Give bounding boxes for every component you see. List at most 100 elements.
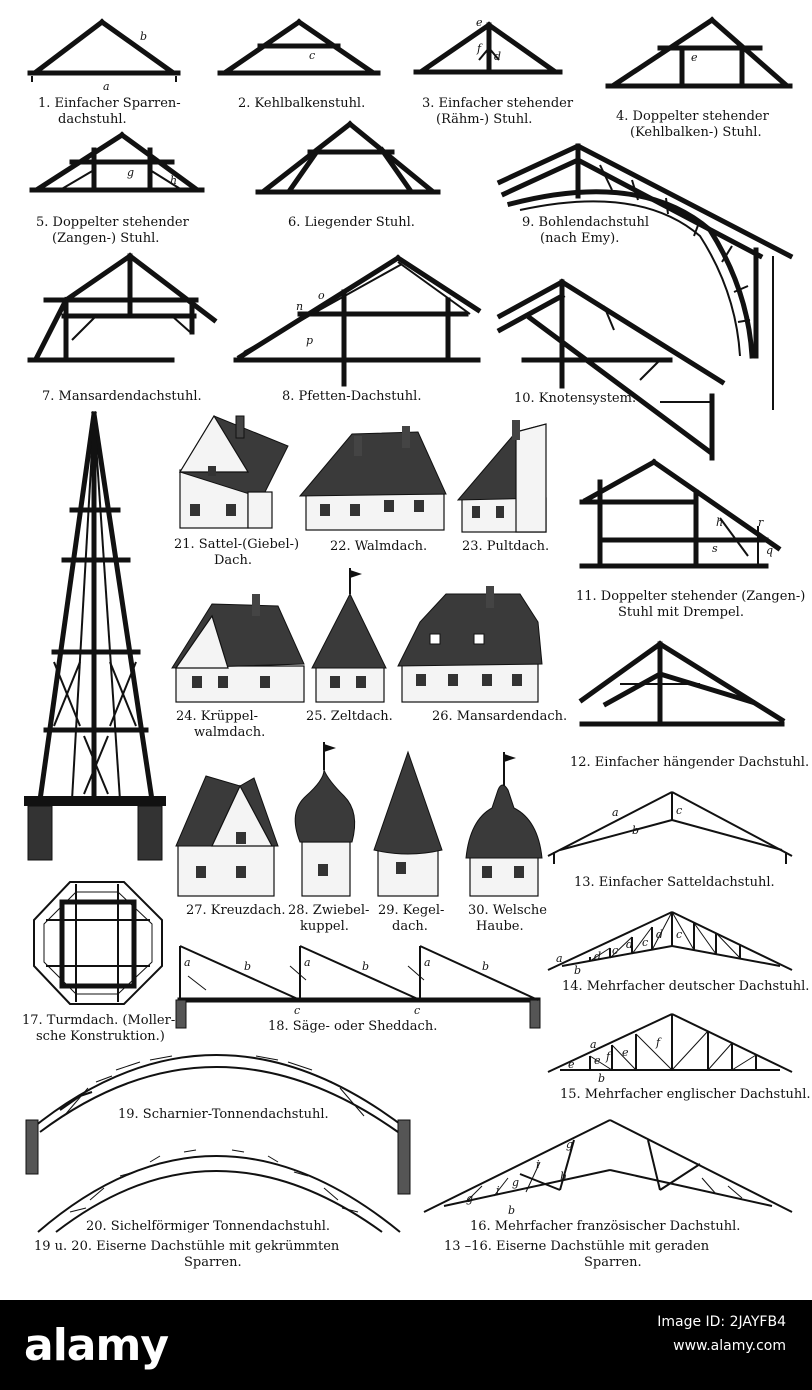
fig-24-half-hip-roof-house: 24. Krüppel- walmdach. xyxy=(171,594,305,740)
fig-16-label-h: h xyxy=(560,1170,567,1183)
fig-14-label-b: b xyxy=(574,964,581,977)
fig-9-caption-line2: (nach Emy). xyxy=(540,231,619,246)
fig-21-gable-roof-house: 21. Sattel-(Giebel-) Dach. xyxy=(174,414,299,568)
fig-17-caption-line1: 17. Turmdach. (Moller- xyxy=(22,1013,175,1028)
fig-13-simple-saddle-truss: a b c 13. Einfacher Satteldachstuhl. xyxy=(547,791,793,890)
fig-30-caption-line1: 30. Welsche xyxy=(468,903,547,918)
fig-10-node-system: 10. Knotensystem. xyxy=(496,278,726,461)
fig-16-label-g2: g xyxy=(512,1176,519,1189)
fig-11-caption-line1: 11. Doppelter stehender (Zangen-) xyxy=(576,589,805,604)
fig-3-caption-line2: (Rähm-) Stuhl. xyxy=(436,112,532,127)
fig-26-caption: 26. Mansardendach. xyxy=(432,709,567,724)
fig-23-shed-roof-house: 23. Pultdach. xyxy=(456,420,549,554)
fig-4-caption-line1: 4. Doppelter stehender xyxy=(616,109,770,124)
fig-14-label-a: a xyxy=(556,952,563,965)
fig-29-caption-line2: dach. xyxy=(392,919,428,934)
fig-16-label-g1: g xyxy=(466,1192,473,1205)
fig-18-label-c2: c xyxy=(414,1004,420,1017)
roof-truss-plate: b a 1. Einfacher Sparren- dachstuhl. c 2… xyxy=(22,16,811,1270)
group-caption-right-line1: 13 –16. Eiserne Dachstühle mit geraden xyxy=(444,1239,710,1254)
fig-16-multiple-french-truss: g i g i h g b 16. Mehrfacher französisch… xyxy=(423,1119,793,1234)
plate-drawing: b a 1. Einfacher Sparren- dachstuhl. c 2… xyxy=(22,16,811,1270)
fig-11-label-r: r xyxy=(758,516,764,529)
fig-16-label-b: b xyxy=(508,1204,515,1217)
fig-17-tower-roof: 17. Turmdach. (Moller- sche Konstruktion… xyxy=(22,411,175,1044)
fig-7-caption: 7. Mansardendachstuhl. xyxy=(42,389,202,404)
fig-15-label-e1: e xyxy=(568,1058,575,1071)
fig-14-label-d1: d xyxy=(594,950,601,963)
fig-18-label-b1: b xyxy=(244,960,251,973)
fig-30-caption-line2: Haube. xyxy=(476,919,524,934)
fig-2-label-c: c xyxy=(309,49,315,62)
fig-15-caption: 15. Mehrfacher englischer Dachstuhl. xyxy=(560,1087,810,1102)
fig-16-caption: 16. Mehrfacher französischer Dachstuhl. xyxy=(470,1219,740,1234)
fig-19-hinged-barrel-truss: 19. Scharnier-Tonnendachstuhl. xyxy=(25,1054,411,1195)
fig-1-simple-rafter-roof: b a 1. Einfacher Sparren- dachstuhl. xyxy=(27,18,181,127)
fig-18-label-a2: a xyxy=(304,956,311,969)
fig-14-label-d3: d xyxy=(656,928,663,941)
fig-20-sickle-barrel-truss: 20. Sichelförmiger Tonnendachstuhl. xyxy=(37,1149,401,1234)
fig-5-double-standing-tie-roof: g h 5. Doppelter stehender (Zangen-) Stu… xyxy=(29,131,205,246)
fig-8-caption: 8. Pfetten-Dachstuhl. xyxy=(282,389,421,404)
fig-4-label-e: e xyxy=(691,51,698,64)
fig-28-onion-dome: 28. Zwiebel- kuppel. xyxy=(288,742,369,934)
fig-27-cross-roof-house: 27. Kreuzdach. xyxy=(175,775,286,918)
fig-15-label-e2: e xyxy=(594,1054,601,1067)
fig-13-label-b: b xyxy=(632,824,639,837)
fig-15-multiple-english-truss: e a e f e f b 15. Mehrfacher englischer … xyxy=(547,1013,810,1102)
fig-4-caption-line2: (Kehlbalken-) Stuhl. xyxy=(630,125,762,140)
fig-17-plan-view xyxy=(33,881,163,1005)
fig-9-caption-line1: 9. Bohlendachstuhl xyxy=(522,215,649,230)
fig-9-plank-roof-emy: 9. Bohlendachstuhl (nach Emy). xyxy=(496,143,794,410)
fig-5-caption-line1: 5. Doppelter stehender xyxy=(36,215,190,230)
fig-13-caption: 13. Einfacher Satteldachstuhl. xyxy=(574,875,775,890)
fig-20-caption: 20. Sichelförmiger Tonnendachstuhl. xyxy=(86,1219,330,1234)
fig-21-caption-line2: Dach. xyxy=(214,553,252,568)
fig-28-caption-line2: kuppel. xyxy=(300,919,349,934)
fig-3-single-standing-roof: e f d 3. Einfacher stehender (Rähm-) Stu… xyxy=(413,16,574,127)
fig-5-label-h: h xyxy=(170,174,177,187)
fig-30-welsh-hood: 30. Welsche Haube. xyxy=(465,752,547,934)
fig-8-label-n: n xyxy=(296,300,303,313)
fig-3-label-f: f xyxy=(476,42,483,55)
fig-6-lying-roof-frame: 6. Liegender Stuhl. xyxy=(255,120,441,230)
fig-2-caption: 2. Kehlbalkenstuhl. xyxy=(238,96,365,111)
fig-3-label-e: e xyxy=(476,16,483,29)
group-caption-left-line1: 19 u. 20. Eiserne Dachstühle mit gekrümm… xyxy=(34,1239,340,1254)
fig-1-label-a: a xyxy=(103,80,110,93)
fig-28-caption-line1: 28. Zwiebel- xyxy=(288,903,369,918)
fig-15-label-f1: f xyxy=(605,1050,612,1063)
fig-11-label-s: s xyxy=(712,542,718,555)
fig-18-saw-tooth-roof: a b c a b c a b 18. Säge- oder Sheddach. xyxy=(175,945,541,1034)
fig-27-caption: 27. Kreuzdach. xyxy=(186,903,286,918)
fig-6-caption: 6. Liegender Stuhl. xyxy=(288,215,415,230)
fig-15-label-f2: f xyxy=(655,1036,662,1049)
fig-18-label-a3: a xyxy=(424,956,431,969)
fig-18-label-c1: c xyxy=(294,1004,300,1017)
fig-10-caption: 10. Knotensystem. xyxy=(514,391,636,406)
fig-15-label-a: a xyxy=(590,1038,597,1051)
fig-8-purlin-roof: n o p 8. Pfetten-Dachstuhl. xyxy=(233,254,482,404)
fig-14-label-c3: c xyxy=(676,928,682,941)
fig-22-caption: 22. Walmdach. xyxy=(330,539,427,554)
fig-23-caption: 23. Pultdach. xyxy=(462,539,549,554)
fig-8-label-o: o xyxy=(318,289,325,302)
fig-15-label-e3: e xyxy=(622,1046,629,1059)
image-id-block: Image ID: 2JAYFB4 www.alamy.com xyxy=(657,1310,786,1358)
fig-1-caption-line1: 1. Einfacher Sparren- xyxy=(38,96,181,111)
fig-13-label-a: a xyxy=(612,806,619,819)
fig-11-caption-line2: Stuhl mit Drempel. xyxy=(618,605,744,620)
fig-17-caption-line2: sche Konstruktion.) xyxy=(36,1029,165,1044)
alamy-logo[interactable]: alamy xyxy=(24,1320,169,1371)
fig-25-caption: 25. Zeltdach. xyxy=(306,709,393,724)
fig-2-collar-beam-roof: c 2. Kehlbalkenstuhl. xyxy=(217,18,381,111)
fig-18-label-b3: b xyxy=(482,960,489,973)
fig-16-label-i2: i xyxy=(536,1158,540,1171)
fig-26-mansard-roof-house: 26. Mansardendach. xyxy=(397,586,567,724)
fig-14-multiple-german-truss: a b d c d c d c 14. Mehrfacher deutscher… xyxy=(547,911,809,994)
alamy-url-link[interactable]: www.alamy.com xyxy=(673,1338,786,1354)
image-id-text: Image ID: 2JAYFB4 xyxy=(657,1314,786,1330)
fig-7-mansard-roof-frame: 7. Mansardendachstuhl. xyxy=(27,252,218,404)
fig-3-label-d: d xyxy=(494,50,501,63)
fig-22-hip-roof-house: 22. Walmdach. xyxy=(298,426,447,554)
